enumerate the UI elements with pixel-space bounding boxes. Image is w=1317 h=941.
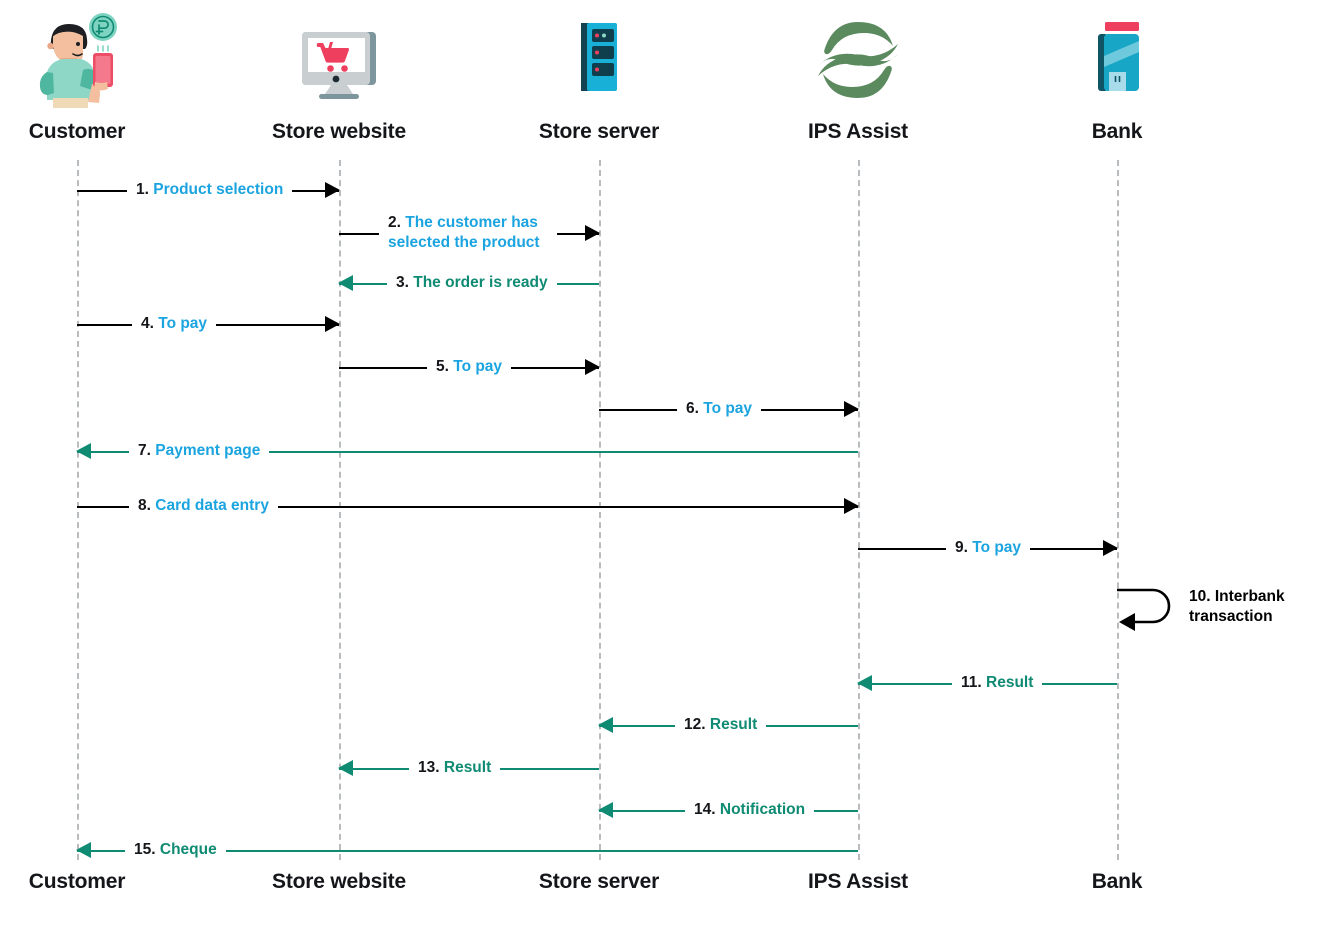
actor-label-store-website: Store website (272, 120, 406, 143)
message-number: 6. (686, 400, 699, 417)
message-caption: 7. Payment page (129, 441, 270, 461)
message-caption: 5. To pay (427, 357, 512, 377)
message-caption: 10. Interbank transaction (1189, 587, 1299, 627)
message-text: To pay (703, 400, 753, 417)
arrowhead-right-icon (844, 401, 859, 417)
arrowhead-left-icon (76, 443, 91, 459)
message-text: Result (443, 759, 492, 776)
arrowhead-right-icon (844, 498, 859, 514)
leaf-circle-logo-icon (743, 10, 973, 110)
actor-header-bank: Bank (1002, 10, 1232, 144)
message-number: 5. (436, 358, 449, 375)
bank-card-icon (1002, 10, 1232, 110)
message-caption: 9. To pay (946, 538, 1031, 558)
arrowhead-left-icon (338, 275, 353, 291)
message-number: 14. (694, 801, 716, 818)
message-number: 15. (134, 841, 156, 858)
arrowhead-right-icon (585, 359, 600, 375)
message-number: 10. (1189, 588, 1211, 605)
message-text: Notification (719, 801, 806, 818)
message-text: To pay (972, 539, 1022, 556)
lifeline-store-website (339, 160, 341, 860)
server-rack-icon (484, 10, 714, 110)
lifeline-bank (1117, 160, 1119, 860)
actor-header-ips-assist: IPS Assist (743, 10, 973, 144)
person-with-phone-icon (0, 10, 192, 110)
message-caption: 12. Result (675, 715, 767, 735)
message-number: 1. (136, 181, 149, 198)
message-caption: 14. Notification (685, 800, 815, 820)
message-number: 11. (961, 674, 982, 691)
message-caption: 8. Card data entry (129, 496, 278, 516)
arrowhead-left-icon (857, 675, 872, 691)
message-text: The order is ready (413, 274, 548, 291)
actor-label-store-server: Store server (538, 120, 660, 143)
arrowhead-left-icon (338, 760, 353, 776)
actor-header-store-website: Store website (224, 10, 454, 144)
actor-footer-bank: Bank (1091, 870, 1143, 893)
message-number: 12. (684, 716, 706, 733)
message-number: 9. (955, 539, 968, 556)
message-caption: 4. To pay (132, 314, 217, 334)
message-line (77, 850, 858, 852)
message-text: To pay (158, 315, 208, 332)
message-caption: 11. Result (952, 673, 1043, 693)
arrowhead-left-icon (76, 842, 91, 858)
actor-footer-store-server: Store server (538, 870, 660, 893)
lifeline-customer (77, 160, 79, 860)
message-number: 2. (388, 214, 401, 231)
actor-header-customer: Customer (0, 10, 192, 144)
message-caption: 2. The customer has selected the product (379, 213, 557, 253)
self-loop-arrow-icon (1117, 588, 1171, 631)
message-number: 3. (396, 274, 409, 291)
message-text: Interbank transaction (1189, 588, 1285, 625)
message-10: 10. Interbank transaction (1117, 582, 1317, 632)
message-text: Product selection (153, 181, 284, 198)
message-text: To pay (453, 358, 503, 375)
message-caption: 3. The order is ready (387, 273, 557, 293)
actor-label-bank: Bank (1091, 120, 1143, 143)
message-text: Card data entry (155, 497, 269, 514)
arrowhead-right-icon (325, 182, 340, 198)
arrowhead-right-icon (325, 316, 340, 332)
message-number: 4. (141, 315, 154, 332)
message-number: 13. (418, 759, 440, 776)
monitor-cart-icon (224, 10, 454, 110)
lifeline-ips-assist (858, 160, 860, 860)
arrowhead-left-icon (598, 802, 613, 818)
message-text: Result (986, 674, 1034, 691)
message-text: Cheque (159, 841, 217, 858)
message-caption: 1. Product selection (127, 180, 293, 200)
actor-footer-ips-assist: IPS Assist (808, 870, 908, 893)
actor-label-customer: Customer (28, 120, 126, 143)
message-line (77, 451, 858, 453)
message-number: 8. (138, 497, 151, 514)
arrowhead-right-icon (585, 225, 600, 241)
message-caption: 15. Cheque (125, 840, 226, 860)
message-text: Result (709, 716, 758, 733)
message-text: The customer has selected the product (388, 214, 540, 251)
actor-footer-store-website: Store website (272, 870, 406, 893)
message-number: 7. (138, 442, 151, 459)
message-text: Payment page (155, 442, 261, 459)
message-line (77, 506, 858, 508)
actor-footer-customer: Customer (28, 870, 126, 893)
actor-header-store-server: Store server (484, 10, 714, 144)
lifeline-store-server (599, 160, 601, 860)
message-caption: 6. To pay (677, 399, 762, 419)
arrowhead-right-icon (1103, 540, 1118, 556)
actor-label-ips-assist: IPS Assist (808, 120, 908, 143)
message-caption: 13. Result (409, 758, 501, 778)
arrowhead-left-icon (598, 717, 613, 733)
